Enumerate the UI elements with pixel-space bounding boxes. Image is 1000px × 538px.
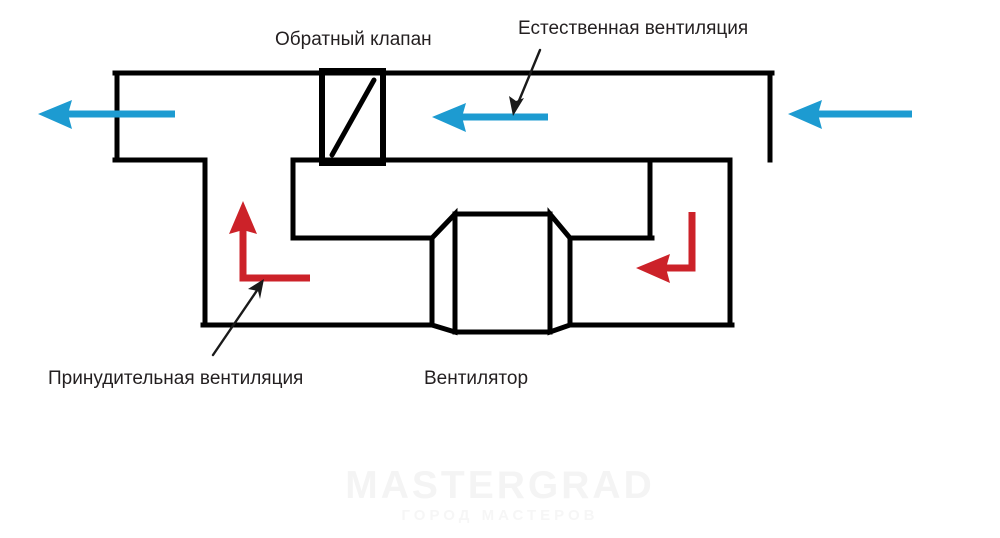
- pointer-forced-ventilation-line: [211, 284, 262, 357]
- natural-flow-arrows-group: [38, 100, 912, 132]
- label-fan: Вентилятор: [424, 368, 528, 389]
- red-arrow-up-left: [229, 201, 310, 282]
- blue-arrow-right-inlet: [788, 100, 912, 129]
- pointer-forced-ventilation-head: [248, 279, 264, 299]
- red-arrow-down-left: [636, 212, 696, 283]
- check-valve-body: [319, 68, 386, 166]
- red-arrow-up-left-shaft: [239, 222, 310, 282]
- blue-arrow-left-outlet-head: [38, 100, 72, 129]
- blue-arrow-middle-head: [432, 103, 466, 132]
- pointer-natural-ventilation: [509, 48, 542, 116]
- pointer-natural-ventilation-head: [509, 96, 524, 116]
- label-forced-ventilation: Принудительная вентиляция: [48, 368, 303, 389]
- duct-outline-group: [112, 70, 775, 328]
- blue-arrow-middle: [432, 103, 548, 132]
- fan-housing: [452, 211, 553, 335]
- pointer-natural-ventilation-line: [514, 48, 542, 110]
- fan-left-cone: [429, 207, 458, 336]
- labels-group: Обратный клапан Естественная вентиляция …: [48, 18, 748, 389]
- check-valve-flap-icon: [329, 77, 377, 158]
- label-check-valve: Обратный клапан: [275, 29, 432, 50]
- red-arrow-down-left-shaft: [660, 212, 696, 272]
- fan-right-cone: [547, 207, 573, 336]
- label-natural-ventilation: Естественная вентиляция: [518, 18, 748, 39]
- blue-arrow-right-inlet-head: [788, 100, 822, 129]
- red-arrow-down-left-head: [636, 254, 670, 283]
- blue-arrow-left-outlet: [38, 100, 175, 129]
- pointer-forced-ventilation: [211, 279, 264, 357]
- forced-flow-arrows-group: [229, 201, 696, 283]
- label-pointers-group: [211, 48, 542, 357]
- check-valve-component: [319, 68, 386, 166]
- red-arrow-up-left-head: [229, 201, 257, 234]
- fan-component: [429, 207, 573, 336]
